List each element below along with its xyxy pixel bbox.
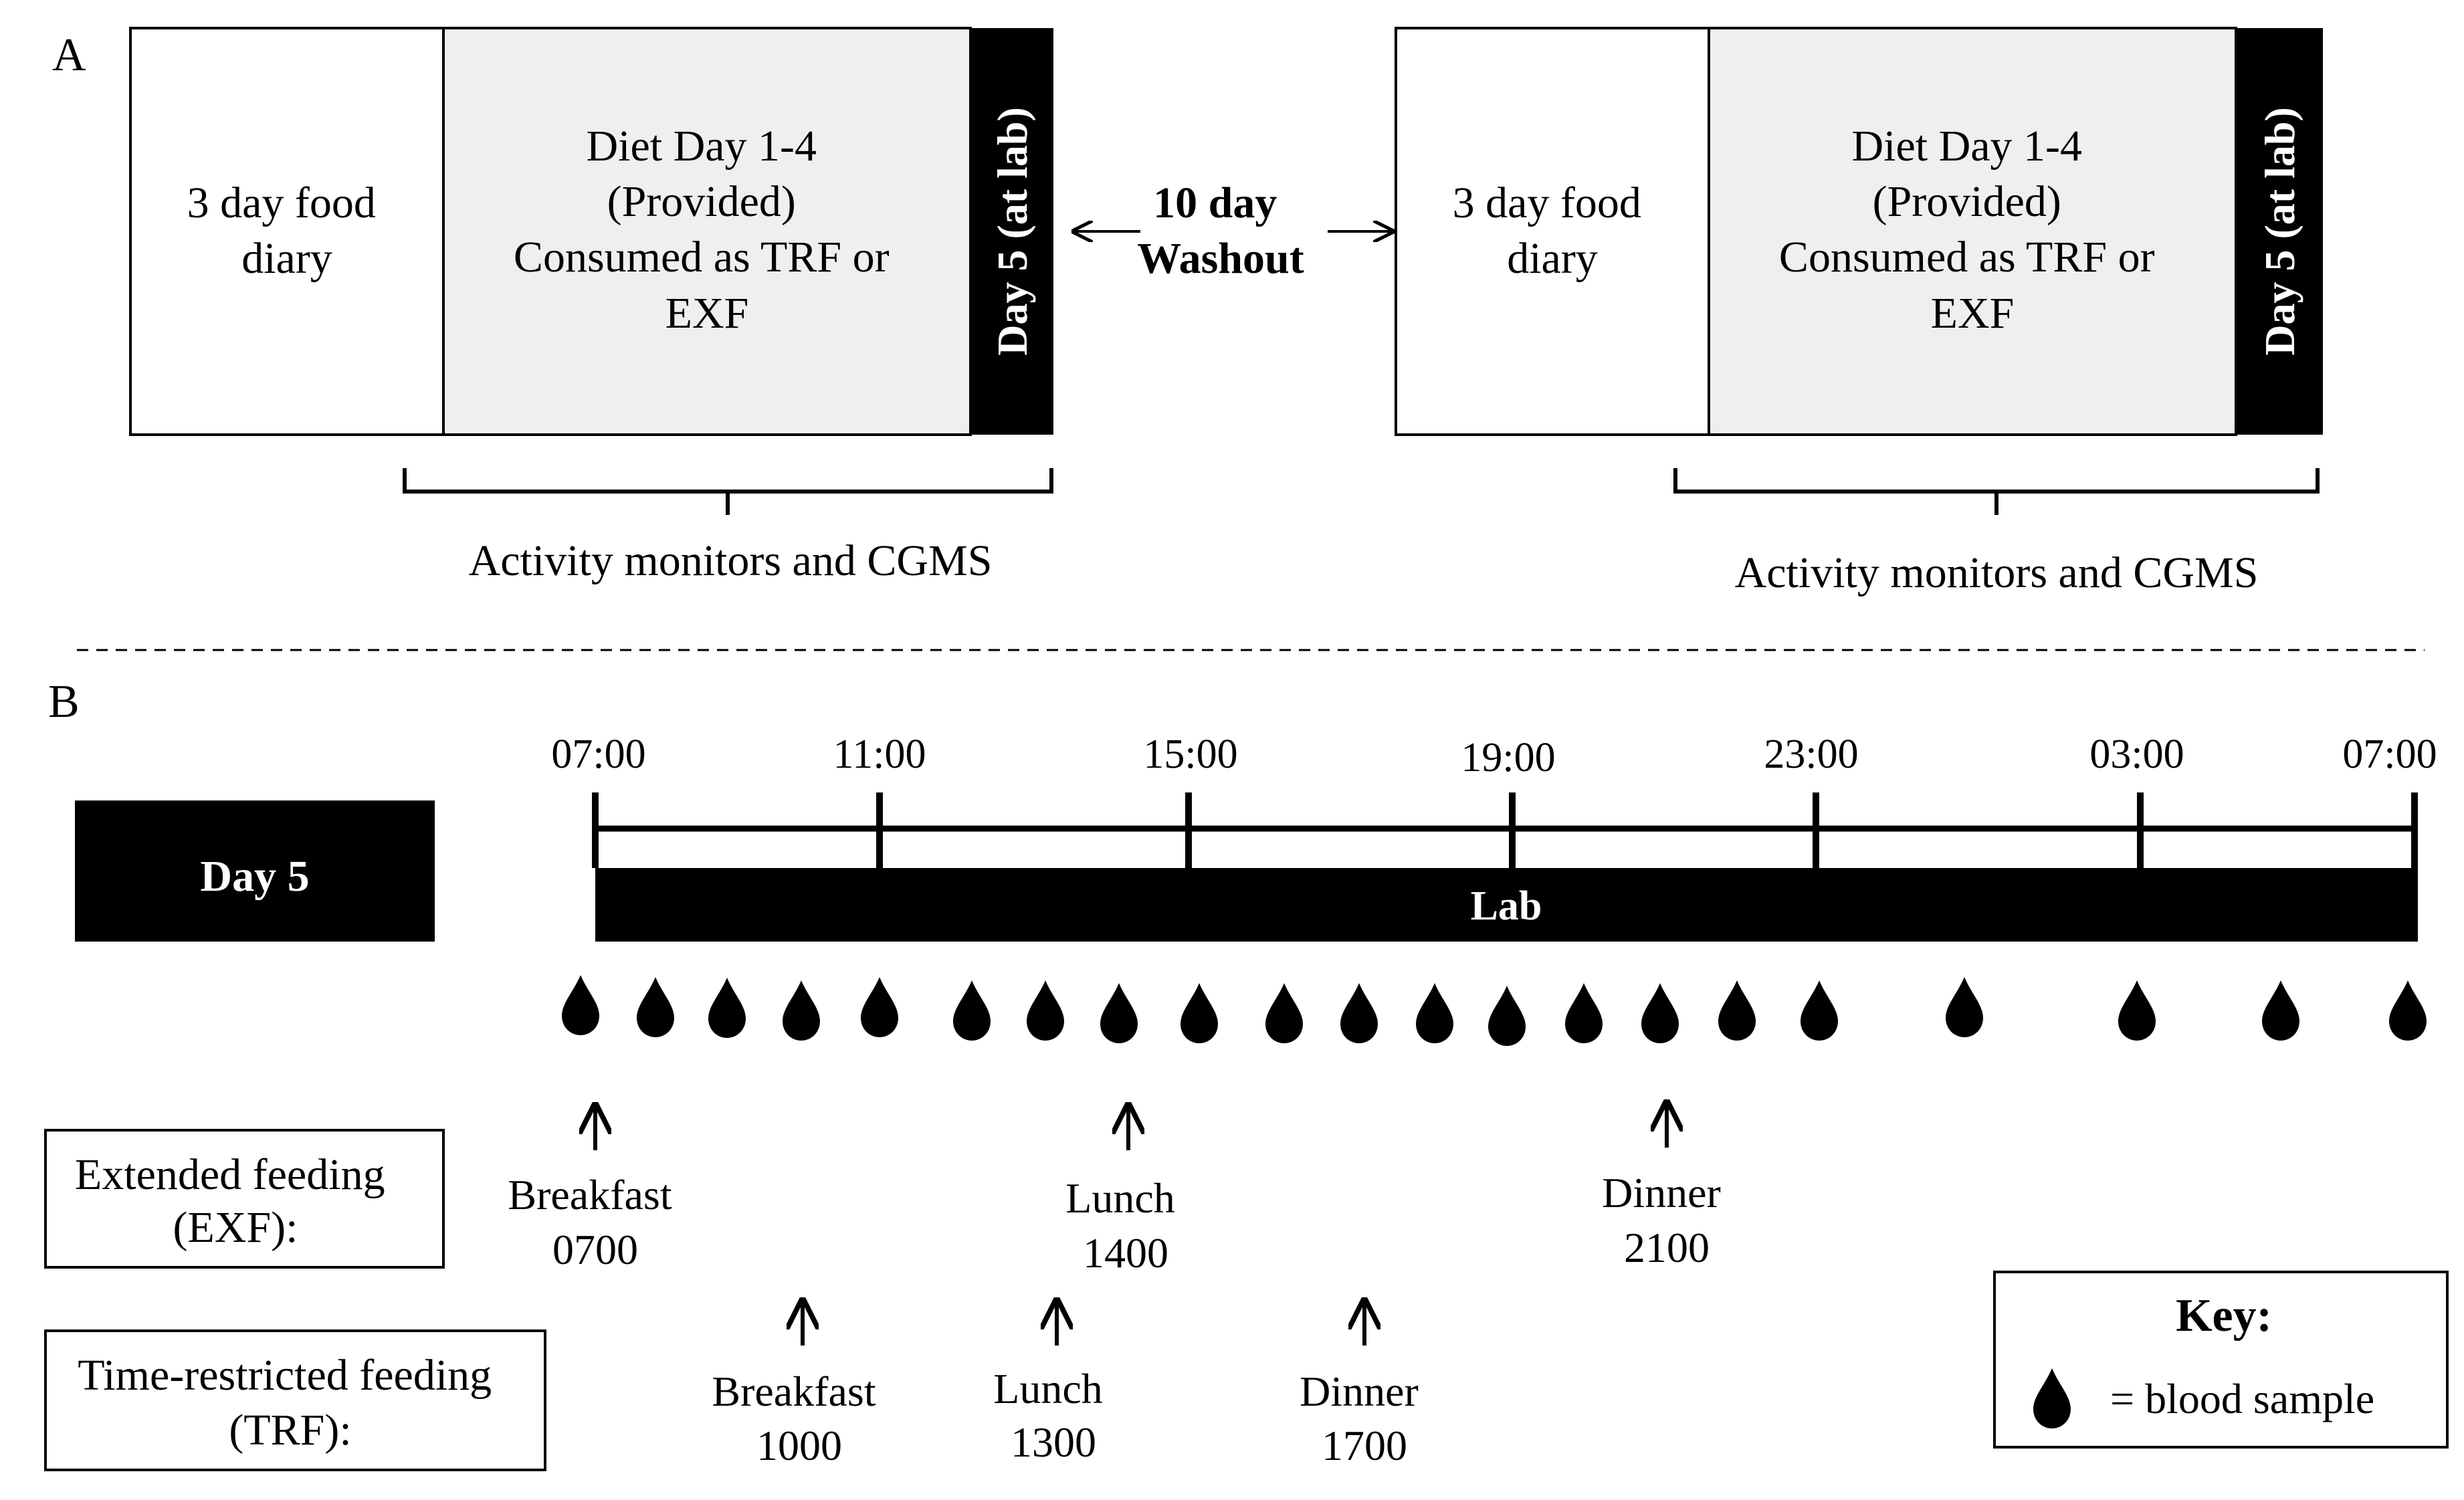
exf-lunch: Lunch 1400	[1065, 1174, 1186, 1277]
time-ticks	[592, 792, 2418, 868]
washout-text: 10 day Washout	[1137, 179, 1304, 283]
lab-bar-label: Lab	[1471, 883, 1542, 929]
left-monitors-bracket	[403, 468, 1053, 515]
time-label: 11:00	[833, 732, 926, 777]
blood-drop-icon	[1180, 983, 1218, 1043]
trf-label-box	[44, 1329, 546, 1471]
right-diet-box	[1708, 27, 2237, 436]
left-day5-text: Day 5 (at lab)	[989, 107, 1036, 356]
exf-dinner: Dinner 2100	[1602, 1169, 1732, 1271]
right-day5-box	[2236, 28, 2323, 435]
time-label: 07:00	[551, 732, 645, 777]
panel-b-label: B	[48, 676, 80, 728]
blood-drop-icon	[2033, 1368, 2071, 1428]
key-text: = blood sample	[2110, 1375, 2374, 1422]
time-label: 23:00	[1764, 732, 1858, 777]
blood-drop-icon	[1100, 983, 1138, 1043]
exf-label-box	[44, 1129, 445, 1269]
blood-drop-icon	[1718, 980, 1756, 1041]
time-label: 15:00	[1143, 732, 1237, 777]
left-diet-text: Diet Day 1-4 (Provided) Consumed as TRF …	[514, 122, 900, 338]
trf-label: Time-restricted feeding (TRF):	[78, 1351, 502, 1455]
blood-drop-icon	[1946, 977, 1983, 1037]
key-title: Key:	[2176, 1290, 2272, 1342]
blood-drop-icon	[2118, 980, 2156, 1041]
left-day5-box	[970, 28, 1053, 435]
blood-drop-icon	[1340, 983, 1378, 1043]
panel-a-label: A	[52, 29, 86, 81]
right-diary-text: 3 day food diary	[1453, 179, 1653, 283]
blood-drop-icon	[1488, 986, 1526, 1046]
key-border	[1993, 1271, 2449, 1449]
trf-dinner: Dinner 1700	[1300, 1368, 1429, 1469]
right-arm: 3 day food diary Diet Day 1-4 (Provided)…	[1395, 27, 2323, 597]
time-label: 03:00	[2089, 732, 2184, 777]
blood-drop-icon	[2262, 980, 2299, 1041]
lab-bar	[595, 868, 2418, 942]
blood-drop-icon	[637, 977, 674, 1037]
left-monitors-label: Activity monitors and CGMS	[469, 536, 993, 585]
key-box: Key: = blood sample	[1993, 1271, 2449, 1449]
left-diary-text: 3 day food diary	[187, 179, 387, 283]
time-axis: 07:00 11:00 15:00 19:00 23:00 03:00 07:0…	[551, 732, 2437, 868]
blood-drop-icon	[861, 977, 898, 1037]
blood-drop-icon	[953, 980, 991, 1041]
blood-drop-icon	[1565, 983, 1603, 1043]
exf-meals: Breakfast 0700 Lunch 1400 Dinner 2100	[508, 1103, 1732, 1277]
blood-drop-icon	[1027, 980, 1064, 1041]
trf-breakfast: Breakfast 1000	[712, 1368, 886, 1469]
right-monitors-bracket	[1673, 468, 2320, 515]
exf-label: Extended feeding (EXF):	[75, 1150, 396, 1252]
blood-drop-icon	[783, 980, 820, 1041]
blood-drop-icon	[1801, 980, 1838, 1041]
time-label: 19:00	[1461, 735, 1555, 780]
right-monitors-label: Activity monitors and CGMS	[1735, 548, 2259, 597]
left-diet-box	[442, 27, 972, 436]
blood-drop-icon	[2389, 980, 2427, 1041]
blood-drop-icon	[1641, 983, 1679, 1043]
time-label: 07:00	[2342, 732, 2437, 777]
blood-drop-icon	[1416, 983, 1453, 1043]
blood-drop-icon	[708, 978, 746, 1038]
right-day5-text: Day 5 (at lab)	[2256, 107, 2303, 356]
blood-samples	[562, 975, 2427, 1046]
blood-drop-icon	[1265, 983, 1303, 1043]
trf-lunch: Lunch 1300	[993, 1365, 1114, 1466]
right-diet-text: Diet Day 1-4 (Provided) Consumed as TRF …	[1779, 122, 2166, 338]
left-arm: 3 day food diary Diet Day 1-4 (Provided)…	[129, 27, 1053, 585]
day5-box-label: Day 5	[200, 852, 309, 901]
left-diary-box	[129, 27, 445, 436]
washout: 10 day Washout	[1073, 179, 1393, 283]
blood-drop-icon	[562, 975, 599, 1035]
day5-box	[75, 800, 435, 942]
exf-breakfast: Breakfast 0700	[508, 1171, 682, 1273]
right-diary-box	[1395, 27, 1710, 436]
trf-meals: Breakfast 1000 Lunch 1300 Dinner 1700	[712, 1301, 1429, 1469]
